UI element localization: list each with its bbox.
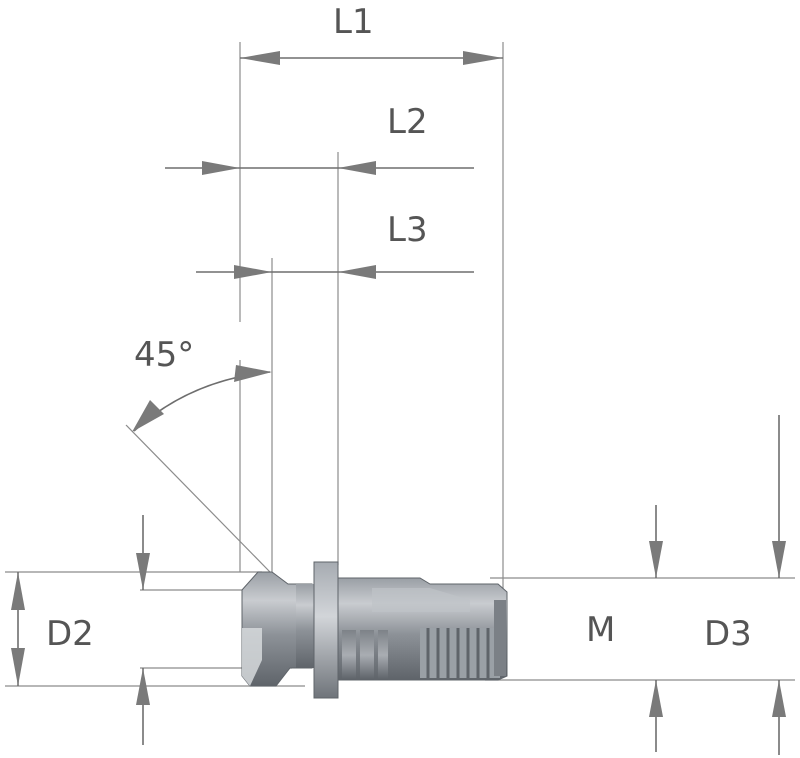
arrow-down	[11, 648, 25, 686]
groove	[378, 630, 388, 680]
arrow-right	[338, 265, 376, 279]
arrow-left	[234, 265, 272, 279]
dimension-d3: D3	[704, 415, 786, 755]
dimension-l3: L3	[196, 210, 474, 279]
thread-end	[494, 600, 506, 676]
dimension-m: M	[586, 505, 663, 752]
arrow-up	[11, 572, 25, 610]
arrow-right	[234, 365, 272, 382]
arrow-up	[649, 680, 663, 717]
thread	[420, 628, 500, 678]
groove	[360, 630, 374, 680]
label-m: M	[586, 610, 615, 650]
dimension-d2: D2	[11, 515, 150, 745]
arrow-left	[202, 161, 240, 175]
dimension-angle: 45°	[125, 335, 272, 573]
shank-highlight	[372, 588, 470, 612]
arrow-up	[136, 668, 150, 705]
label-l3: L3	[387, 210, 428, 250]
knob-neck	[296, 584, 316, 668]
pull-stud-part	[241, 561, 508, 699]
arrow-down	[772, 541, 786, 578]
arrow-up	[772, 680, 786, 717]
groove	[342, 630, 356, 680]
arrow-left	[240, 51, 280, 65]
label-d2: D2	[46, 614, 94, 654]
angle-leg	[125, 424, 271, 573]
arrow-down	[649, 541, 663, 578]
knob-face	[242, 628, 262, 686]
dimension-l1: L1	[240, 2, 503, 65]
arrow-right	[338, 161, 376, 175]
arrow-right	[463, 51, 503, 65]
label-angle: 45°	[134, 335, 194, 375]
arrow-down	[136, 553, 150, 590]
label-l2: L2	[387, 102, 428, 142]
label-l1: L1	[333, 2, 374, 42]
flange	[313, 561, 339, 699]
label-d3: D3	[704, 614, 752, 654]
extension-lines	[5, 42, 795, 687]
angle-arc	[133, 371, 271, 432]
arrow-left	[132, 400, 164, 432]
dimension-l2: L2	[165, 102, 474, 175]
